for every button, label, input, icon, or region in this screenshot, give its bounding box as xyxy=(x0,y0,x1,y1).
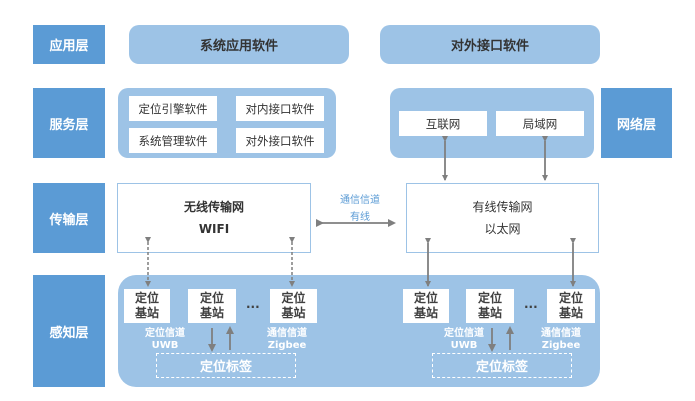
base-station: 定位 基站 xyxy=(270,289,317,323)
base-station-line2: 基站 xyxy=(477,306,502,320)
comm-channel-tech: Zigbee xyxy=(267,340,307,351)
comm-channel-label: 通信信道 Zigbee xyxy=(536,328,586,352)
link-label-line1: 通信信道 xyxy=(340,195,380,206)
positioning-channel-name: 定位信道 xyxy=(444,328,484,339)
wired-network-subtitle: 以太网 xyxy=(484,222,521,236)
external-interface-software-app: 对外接口软件 xyxy=(380,25,600,64)
positioning-tag: 定位标签 xyxy=(432,353,572,378)
system-app-software: 系统应用软件 xyxy=(129,25,349,64)
internet-box: 互联网 xyxy=(399,111,487,136)
base-station-line1: 定位 xyxy=(413,291,438,305)
positioning-channel-tech: UWB xyxy=(450,340,478,351)
base-station-line1: 定位 xyxy=(199,291,224,305)
external-interface-software: 对外接口软件 xyxy=(236,128,324,153)
positioning-channel-name: 定位信道 xyxy=(145,328,185,339)
system-management-software: 系统管理软件 xyxy=(129,128,217,153)
base-station-line1: 定位 xyxy=(281,291,306,305)
internal-interface-software: 对内接口软件 xyxy=(236,96,324,121)
wired-network-title: 有线传输网 xyxy=(472,200,533,214)
link-label: 通信信道 有线 xyxy=(320,192,400,226)
wireless-network-subtitle: WIFI xyxy=(198,222,230,236)
comm-channel-label: 通信信道 Zigbee xyxy=(262,328,312,352)
comm-channel-name: 通信信道 xyxy=(541,328,581,339)
wireless-network-title: 无线传输网 xyxy=(183,200,244,214)
base-station-line2: 基站 xyxy=(413,306,438,320)
positioning-channel-tech: UWB xyxy=(151,340,179,351)
base-station: 定位 基站 xyxy=(188,289,236,323)
comm-channel-name: 通信信道 xyxy=(267,328,307,339)
base-station-line1: 定位 xyxy=(558,291,583,305)
wired-network-box: 有线传输网 以太网 xyxy=(406,183,599,253)
positioning-channel-label: 定位信道 UWB xyxy=(140,328,190,352)
layer-label-service: 服务层 xyxy=(33,88,105,158)
base-station: 定位 基站 xyxy=(403,289,449,323)
base-station-line2: 基站 xyxy=(199,306,224,320)
layer-label-network: 网络层 xyxy=(601,88,672,158)
base-station: 定位 基站 xyxy=(124,289,170,323)
layer-label-transport: 传输层 xyxy=(33,183,105,253)
wireless-network-box: 无线传输网 WIFI xyxy=(117,183,311,253)
layer-label-perception: 感知层 xyxy=(33,275,105,387)
base-station: 定位 基站 xyxy=(547,289,595,323)
base-station-line2: 基站 xyxy=(134,306,159,320)
comm-channel-tech: Zigbee xyxy=(541,340,581,351)
ellipsis: ... xyxy=(246,297,260,311)
ellipsis: ... xyxy=(524,297,538,311)
base-station-line1: 定位 xyxy=(477,291,502,305)
lan-box: 局域网 xyxy=(496,111,584,136)
positioning-tag: 定位标签 xyxy=(156,353,296,378)
base-station-line2: 基站 xyxy=(281,306,306,320)
base-station-line2: 基站 xyxy=(558,306,583,320)
link-label-line2: 有线 xyxy=(350,212,370,223)
positioning-channel-label: 定位信道 UWB xyxy=(439,328,489,352)
base-station-line1: 定位 xyxy=(134,291,159,305)
layer-label-application: 应用层 xyxy=(33,25,105,64)
positioning-engine-software: 定位引擎软件 xyxy=(129,96,217,121)
base-station: 定位 基站 xyxy=(466,289,514,323)
